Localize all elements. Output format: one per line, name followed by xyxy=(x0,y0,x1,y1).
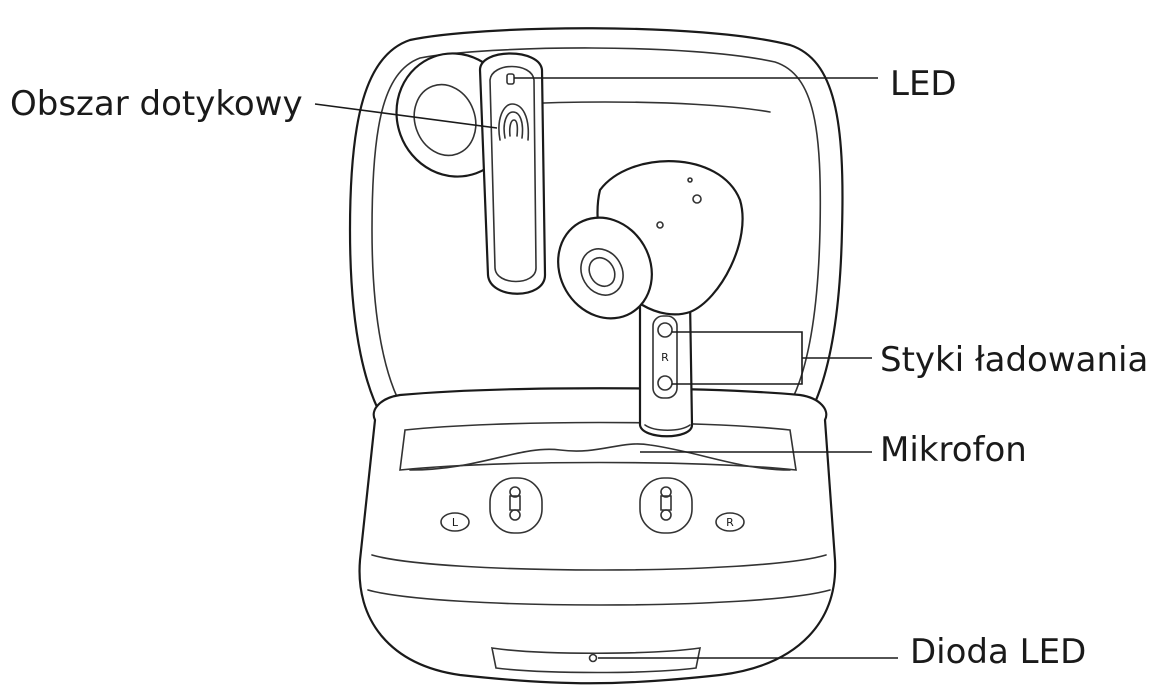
callout-case-led: Dioda LED xyxy=(910,632,1087,672)
touch-area-icon xyxy=(498,103,530,141)
left-marking-text: L xyxy=(452,516,459,529)
left-earbud xyxy=(395,52,547,295)
left-marking: L xyxy=(440,512,470,532)
callout-microphone: Mikrofon xyxy=(880,430,1027,470)
leader-touch-area xyxy=(314,103,498,129)
right-earbud-marking: R xyxy=(661,351,669,364)
right-marking-text: R xyxy=(726,516,734,529)
callout-led: LED xyxy=(890,64,957,104)
case-led-dot xyxy=(588,653,598,663)
right-marking: R xyxy=(715,512,745,532)
leader-lines xyxy=(314,77,898,659)
case-base: L R xyxy=(358,387,837,685)
charging-contact-top xyxy=(657,322,673,338)
callout-charging-contacts: Styki ładowania xyxy=(880,340,1149,380)
leader-charging-contacts xyxy=(672,331,872,385)
right-earbud: R xyxy=(557,160,744,438)
earbud-led xyxy=(506,73,515,85)
left-cavity xyxy=(489,477,543,534)
right-cavity xyxy=(639,477,693,534)
callout-touch-area: Obszar dotykowy xyxy=(10,84,303,124)
charging-contact-bottom xyxy=(657,375,673,391)
